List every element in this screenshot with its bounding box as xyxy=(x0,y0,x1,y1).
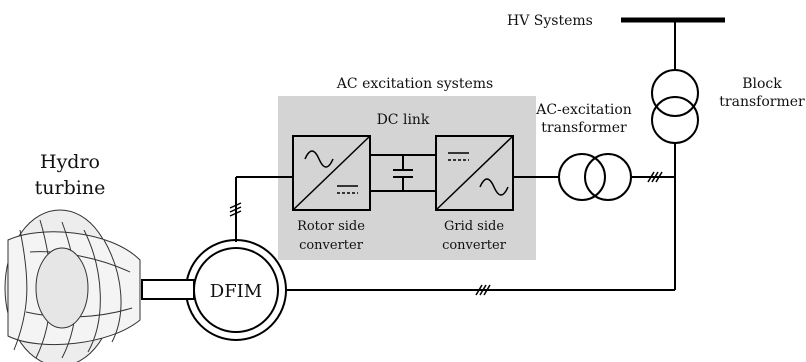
rotor-three-phase-mark xyxy=(229,202,242,217)
ac-sine-icon xyxy=(304,150,334,168)
hydro-turbine-label-1: Hydro xyxy=(40,151,100,173)
ac-excitation-transformer-label-1: AC-excitation xyxy=(535,102,632,118)
block-transformer-label-1: Block xyxy=(742,76,782,92)
rotor-side-converter-label-1: Rotor side xyxy=(297,219,365,234)
ac-excitation-systems-label: AC excitation systems xyxy=(336,76,493,92)
rotor-side-converter xyxy=(292,135,371,211)
ac-sine-icon xyxy=(479,178,509,196)
hv-systems-label: HV Systems xyxy=(507,13,593,29)
hydro-turbine-runner xyxy=(4,209,141,362)
excitation-transformer-left-coil xyxy=(558,153,606,201)
excitation-three-phase-mark xyxy=(647,171,663,183)
block-transformer-label-2: transformer xyxy=(719,94,805,110)
excitation-transformer-right-coil xyxy=(584,153,632,201)
turbine-shaft xyxy=(141,279,195,300)
dc-link-label: DC link xyxy=(377,112,430,128)
hydro-turbine-label-2: turbine xyxy=(35,177,106,199)
dc-link xyxy=(370,154,436,192)
ac-excitation-transformer-label-2: transformer xyxy=(541,120,627,136)
block-transformer-upper-coil xyxy=(651,69,699,117)
grid-side-converter-label-1: Grid side xyxy=(444,219,504,234)
stator-three-phase-mark xyxy=(475,284,491,296)
grid-side-converter-label-2: converter xyxy=(442,238,507,253)
rotor-side-converter-label-2: converter xyxy=(299,238,364,253)
grid-side-converter xyxy=(435,135,514,211)
dfim-label: DFIM xyxy=(210,281,262,302)
block-transformer-lower-coil xyxy=(651,96,699,144)
